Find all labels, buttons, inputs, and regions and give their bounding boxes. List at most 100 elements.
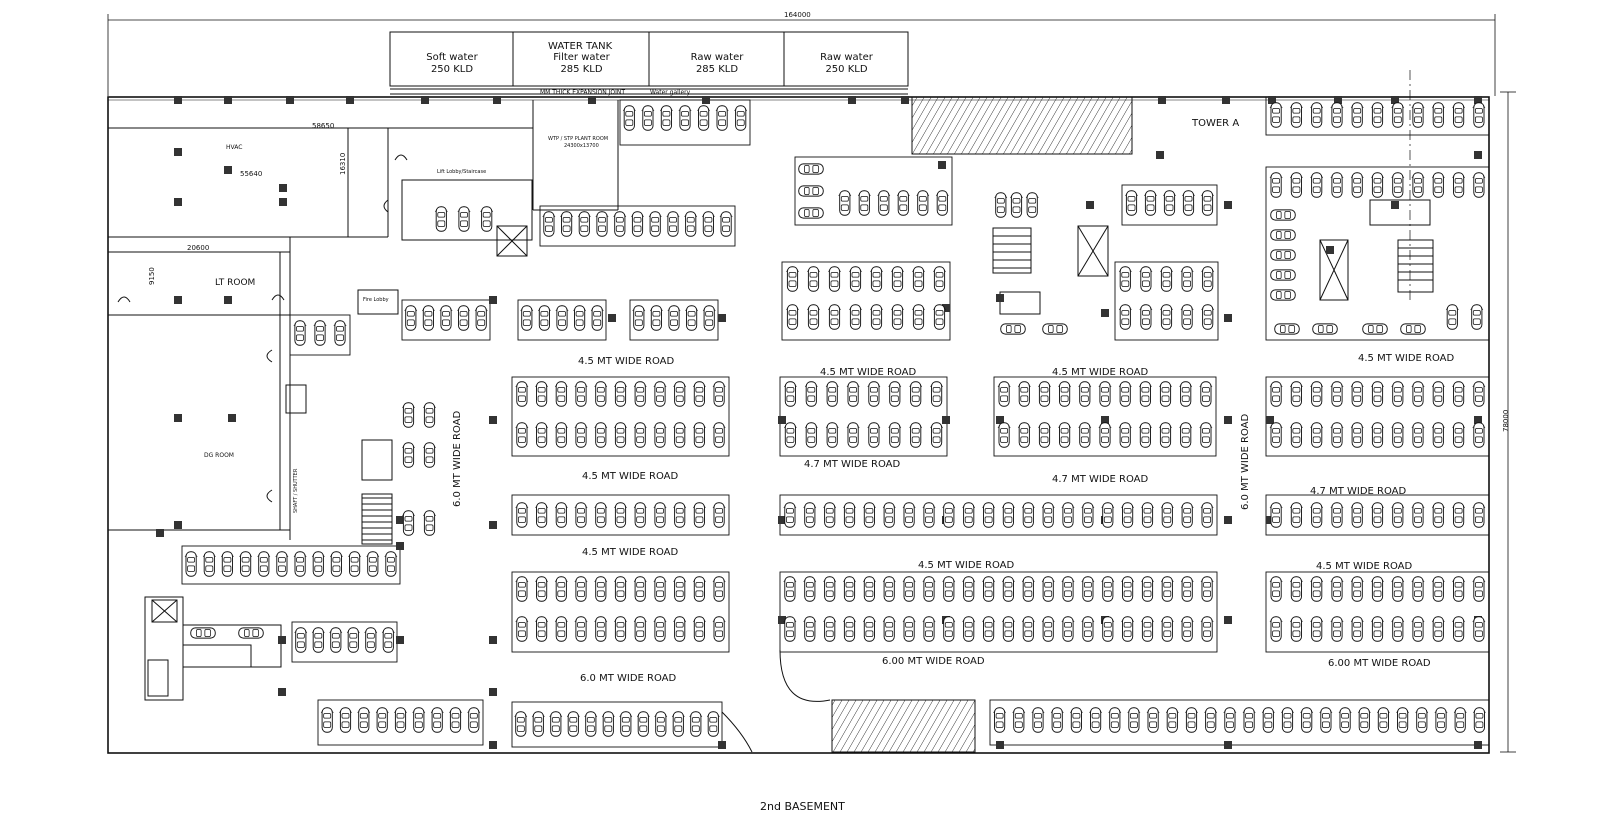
car-symbol xyxy=(1411,502,1425,528)
car-symbol xyxy=(935,190,949,216)
car-symbol xyxy=(909,381,923,407)
column-marker xyxy=(1474,151,1482,159)
column-marker xyxy=(346,96,354,104)
car-symbol xyxy=(574,616,588,642)
car-symbol xyxy=(653,502,667,528)
car-symbol xyxy=(1125,190,1138,216)
car-symbol xyxy=(930,381,944,407)
car-symbol xyxy=(798,163,824,175)
car-symbol xyxy=(1396,707,1410,733)
car-symbol xyxy=(685,305,699,331)
car-symbol xyxy=(1041,576,1055,602)
car-symbol xyxy=(584,711,598,737)
car-symbol xyxy=(862,502,876,528)
car-symbol xyxy=(1319,707,1333,733)
car-symbol xyxy=(1139,304,1153,330)
car-symbol xyxy=(1371,422,1384,448)
column-marker xyxy=(1222,96,1230,104)
car-symbol xyxy=(535,381,549,407)
car-symbol xyxy=(712,502,726,528)
overall-width-dimension: 164000 xyxy=(784,11,811,19)
car-symbol xyxy=(877,190,891,216)
parked-cars xyxy=(184,102,1486,737)
car-symbol xyxy=(1431,102,1445,128)
car-symbol xyxy=(1371,616,1384,642)
car-symbol xyxy=(982,502,996,528)
car-symbol xyxy=(364,627,378,653)
column-marker xyxy=(1224,741,1232,749)
car-symbol xyxy=(1038,422,1051,448)
car-symbol xyxy=(554,422,568,448)
car-symbol xyxy=(982,576,996,602)
car-symbol xyxy=(1391,102,1405,128)
car-symbol xyxy=(515,502,529,528)
column-marker xyxy=(489,636,497,644)
car-symbol xyxy=(542,211,556,237)
lift-lobby-label: Lift Lobby/Staircase xyxy=(437,169,487,175)
car-symbol xyxy=(1338,707,1352,733)
car-symbol xyxy=(348,551,362,577)
car-symbol xyxy=(423,442,436,468)
car-symbol xyxy=(1431,576,1445,602)
car-symbol xyxy=(520,305,534,331)
road-label-11: 6.0 MT WIDE ROAD xyxy=(580,673,677,684)
column-marker xyxy=(1268,96,1276,104)
car-symbol xyxy=(1121,502,1135,528)
car-symbol xyxy=(993,707,1007,733)
car-symbol xyxy=(1452,102,1466,128)
column-marker xyxy=(1266,516,1274,524)
car-symbol xyxy=(614,616,627,642)
car-symbol xyxy=(1179,381,1193,407)
car-symbol xyxy=(202,551,216,577)
car-symbol xyxy=(449,707,462,733)
car-symbol xyxy=(515,422,529,448)
car-symbol xyxy=(1411,102,1425,128)
car-symbol xyxy=(867,422,881,448)
car-symbol xyxy=(1269,102,1283,128)
car-symbol xyxy=(1078,422,1092,448)
car-symbol xyxy=(1452,616,1466,642)
car-symbol xyxy=(1472,381,1486,407)
car-symbol xyxy=(712,616,726,642)
car-symbol xyxy=(1118,422,1132,448)
car-symbol xyxy=(653,616,667,642)
car-symbol xyxy=(922,616,936,642)
column-marker xyxy=(942,416,950,424)
car-symbol xyxy=(673,576,687,602)
car-symbol xyxy=(577,211,591,237)
car-symbol xyxy=(1350,576,1364,602)
car-symbol xyxy=(1452,576,1466,602)
car-symbol xyxy=(1445,304,1459,330)
car-symbol xyxy=(554,381,568,407)
shaft-label: SHAFT / SHUTTER xyxy=(293,468,299,513)
car-symbol xyxy=(843,576,856,602)
car-symbol xyxy=(549,711,563,737)
car-symbol xyxy=(535,422,549,448)
car-symbol xyxy=(1330,616,1344,642)
car-symbol xyxy=(1371,502,1384,528)
car-symbol xyxy=(649,305,663,331)
car-symbol xyxy=(888,381,902,407)
car-symbol xyxy=(673,422,687,448)
car-symbol xyxy=(333,320,347,346)
car-symbol xyxy=(636,711,650,737)
car-symbol xyxy=(439,305,453,331)
car-symbol xyxy=(1362,323,1388,335)
car-symbol xyxy=(1179,422,1193,448)
car-symbol xyxy=(239,551,253,577)
dimension-d3: 16310 xyxy=(339,152,347,175)
car-symbol xyxy=(909,422,923,448)
car-symbol xyxy=(329,627,343,653)
car-symbol xyxy=(384,551,398,577)
road-label-8: 4.5 MT WIDE ROAD xyxy=(582,547,679,558)
car-symbol xyxy=(1118,266,1132,292)
car-symbol xyxy=(1452,381,1466,407)
car-symbol xyxy=(807,304,820,330)
car-symbol xyxy=(554,576,568,602)
car-symbol xyxy=(275,551,289,577)
car-symbol xyxy=(823,502,837,528)
car-symbol xyxy=(1310,576,1324,602)
column-marker xyxy=(224,96,232,104)
car-symbol xyxy=(1270,209,1296,221)
car-symbol xyxy=(846,381,860,407)
